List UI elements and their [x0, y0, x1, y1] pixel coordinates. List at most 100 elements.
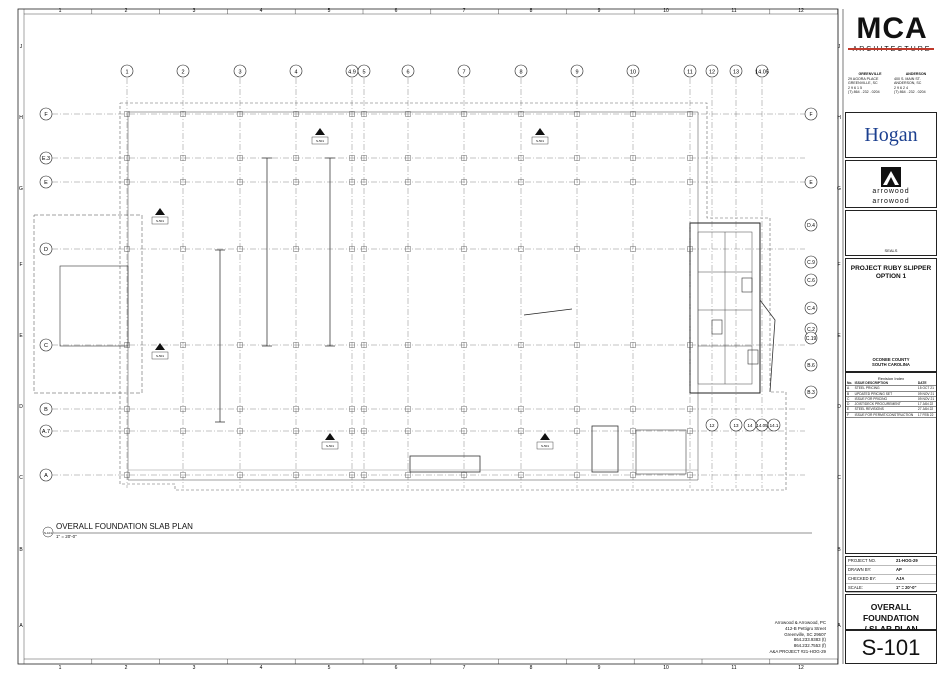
grid-bottom-label: 14.05 — [756, 423, 768, 428]
grid-row-right-label: E — [809, 180, 813, 186]
plan-scale: 1" = 20'-0" — [56, 534, 77, 539]
grid-bubble-col — [626, 64, 640, 78]
revision-cell: 09 NOV 21 — [916, 396, 936, 403]
firm-line: 864.232.7553 (f) — [793, 643, 826, 649]
project-info-box: PROJECT NO. 21-HOG-29 DRAWN BY: AP CHECK… — [845, 556, 937, 593]
border-row-label-left: D — [19, 404, 23, 410]
project-name-line-1: PROJECT RUBY SLIPPER — [850, 265, 932, 272]
section-arrow-icon — [540, 433, 550, 440]
revision-cell: 17 JAN 22 — [916, 401, 936, 408]
consultant-name-2: arrowood — [872, 198, 910, 205]
border-col-label-top: 5 — [328, 8, 331, 14]
grid-bubble-row — [39, 242, 53, 256]
revision-cell: STEEL PRICING — [853, 385, 917, 392]
section-tag-box — [531, 136, 549, 145]
firm-line: 412-B Pettigru Street — [784, 625, 826, 631]
revision-cell: 17 FEB 22 — [916, 412, 936, 419]
info-value: 1" = 20'-0" — [896, 585, 917, 590]
grid-bubble-col — [705, 64, 719, 78]
revision-header-row: No. ISSUE DESCRIPTION DATE — [846, 381, 936, 387]
section-arrow-icon — [315, 128, 325, 135]
grid-row-right-label: C.9 — [807, 260, 815, 266]
location-line-2: SOUTH CAROLINA — [872, 362, 910, 367]
grid-bubble-row — [39, 338, 53, 352]
revision-cell: F — [846, 412, 854, 419]
grid-bubble-row — [39, 402, 53, 416]
revision-box: Revision Index No. ISSUE DESCRIPTION DAT… — [845, 372, 937, 554]
grid-bubble-col — [755, 64, 769, 78]
border-col-label-bottom: 6 — [395, 665, 398, 671]
grid-bubble-row-right — [804, 218, 818, 232]
grid-col-label: 3 — [238, 70, 241, 76]
info-key: PROJECT NO. — [848, 558, 877, 563]
grid-col-label: 12 — [709, 70, 715, 76]
border-col-label-top: 3 — [193, 8, 196, 14]
sheet-title-box: OVERALL FOUNDATION / SLAB PLAN — [845, 594, 937, 634]
border-col-label-bottom: 5 — [328, 665, 331, 671]
grid-bubble-row — [39, 175, 53, 189]
grid-row-right-label: F — [809, 112, 812, 118]
border-col-label-top: 10 — [663, 8, 669, 14]
office-city: ANDERSON — [905, 72, 927, 76]
border-row-label-left: J — [20, 44, 23, 50]
grid-row-right-label: D.4 — [807, 223, 815, 229]
border-col-label-bottom: 11 — [731, 665, 736, 671]
grid-col-label: 9 — [575, 70, 578, 76]
sheet-title-line-1: OVERALL FOUNDATION — [862, 602, 920, 623]
border-row-label-left: A — [19, 623, 23, 629]
office-line: 400 S. MAIN ST. — [894, 76, 921, 81]
section-tag: S-501 — [536, 139, 544, 143]
border-col-label-top: 4 — [260, 8, 263, 14]
grid-col-label: 4 — [294, 70, 297, 76]
grid-bubble-row-right — [804, 385, 818, 399]
border-col-label-top: 8 — [530, 8, 533, 14]
info-row: DRAWN BY: AP — [846, 566, 936, 575]
grid-bottom-label: 12 — [709, 423, 715, 428]
grid-bubble-row-right — [804, 301, 818, 315]
grid-col-label: 10 — [630, 70, 636, 76]
grid-bubble-col — [120, 64, 134, 78]
border-row-label-right: D — [837, 404, 841, 410]
section-tag: S-501 — [316, 139, 324, 143]
grid-row-label: F — [44, 112, 48, 118]
project-box: PROJECT RUBY SLIPPER OPTION 1 OCONEE COU… — [845, 258, 937, 372]
border-row-label-left: B — [19, 547, 23, 553]
slab-outline — [33, 102, 787, 491]
grid-col-label: 14.05 — [755, 70, 769, 76]
revision-cell: 27 JAN 22 — [916, 406, 936, 413]
grid-col-label: 8 — [519, 70, 522, 76]
border-col-label-top: 7 — [463, 8, 466, 14]
section-tag: S-501 — [541, 444, 549, 448]
grid-row-right-label: B.3 — [807, 390, 815, 396]
grid-bottom-label: 14.1 — [770, 423, 779, 428]
location-line-1: OCONEE COUNTY — [872, 357, 910, 362]
logo-accent-rule — [848, 48, 934, 50]
grid-bubble-col — [683, 64, 697, 78]
grid-row-right-label: B.6 — [807, 363, 815, 369]
revision-cell: C — [846, 396, 854, 403]
client-logo: Hogan — [864, 124, 918, 146]
border-col-label-top: 12 — [798, 8, 804, 14]
plan-title: OVERALL FOUNDATION SLAB PLAN — [56, 522, 193, 531]
grid-bubble-col — [401, 64, 415, 78]
grid-bubble-bottom — [729, 418, 743, 432]
office-city: GREENVILLE — [858, 72, 882, 76]
revision-cell: ISSUE FOR PRICING — [853, 396, 917, 403]
grid-bubble-row-right — [804, 175, 818, 189]
border-row-label-right: J — [838, 44, 841, 50]
info-key: CHECKED BY: — [848, 576, 877, 581]
sheet-number: S-101 — [861, 635, 921, 660]
border-col-label-bottom: 8 — [530, 665, 533, 671]
grid-bubble-col — [233, 64, 247, 78]
plan-view-tag: S-101 — [44, 531, 52, 535]
sheet-title-line-2: / SLAB PLAN — [864, 624, 918, 634]
border-col-label-bottom: 1 — [59, 665, 62, 671]
grid-bubble-row — [39, 151, 53, 165]
engineer-firm-block: Arrowood & Arrowood, PC 412-B Pettigru S… — [720, 620, 826, 655]
revision-cell: E — [846, 406, 854, 413]
firm-line: A&A PROJECT #21-HOG-29 — [769, 648, 826, 654]
